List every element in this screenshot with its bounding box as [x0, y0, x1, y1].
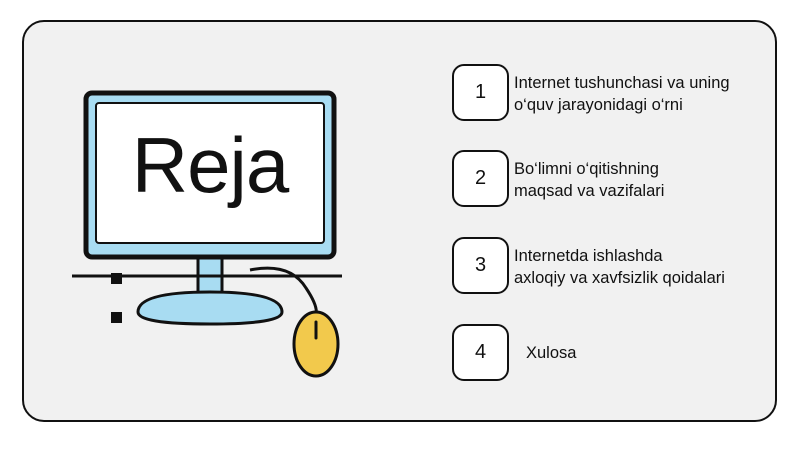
- agenda-number-3: 3: [452, 237, 509, 294]
- agenda-number-1: 1: [452, 64, 509, 121]
- agenda-item-4: 4 Xulosa: [452, 324, 782, 386]
- agenda-text-4: Xulosa: [526, 344, 577, 362]
- agenda-text-2: Bo‘limni o‘qitishning maqsad va vazifala…: [514, 160, 665, 200]
- agenda-text-3: Internetda ishlashda axloqiy va xavfsizl…: [514, 247, 725, 287]
- slide-title: Reja: [131, 121, 289, 209]
- agenda-text-1: Internet tushunchasi va uning o‘quv jara…: [514, 74, 730, 114]
- agenda-item-3: 3 Internetda ishlashda axloqiy va xavfsi…: [452, 237, 782, 299]
- agenda-number-2: 2: [452, 150, 509, 207]
- agenda-item-2: 2 Bo‘limni o‘qitishning maqsad va vazifa…: [452, 150, 782, 212]
- agenda-number-4: 4: [452, 324, 509, 381]
- agenda-item-1: 1 Internet tushunchasi va uning o‘quv ja…: [452, 64, 782, 126]
